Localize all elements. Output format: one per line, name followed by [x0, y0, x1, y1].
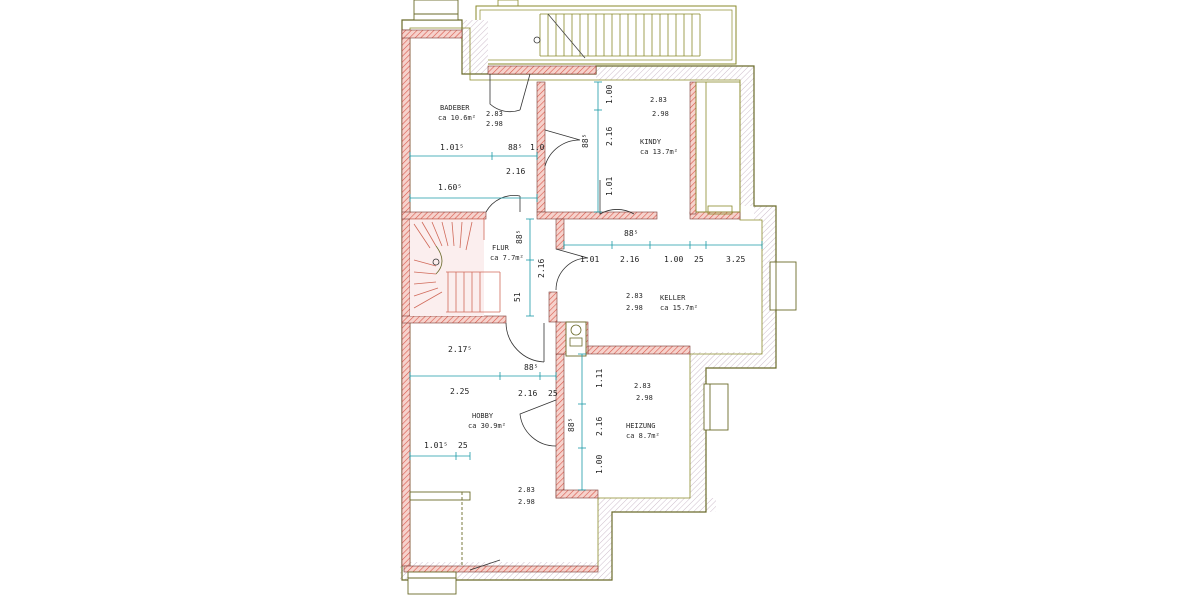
- dim-hobby-25: 25: [548, 389, 558, 398]
- dim-hobby-top: 2.17⁵: [448, 345, 472, 354]
- room-kind-area: ca 13.7m²: [640, 148, 678, 156]
- dim-bad-width: 1.01⁵: [440, 143, 464, 152]
- room-keller-area: ca 15.7m²: [660, 304, 698, 312]
- dim-flur-51: 51: [513, 292, 522, 302]
- room-hobby-area: ca 30.9m²: [468, 422, 506, 430]
- dimension-labels: 1.01⁵ 88⁵ 1.0 2.16 1.60⁵ 1.00 2.16 88⁵ 1…: [424, 85, 745, 474]
- dim-hobby-216: 2.16: [518, 389, 537, 398]
- room-keller-h1: 2.83: [626, 292, 643, 300]
- dim-hobby-225: 2.25: [450, 387, 469, 396]
- dim-keller-25: 25: [694, 255, 704, 264]
- dim-keller-325: 3.25: [726, 255, 745, 264]
- room-heizung-area: ca 8.7m²: [626, 432, 660, 440]
- dim-keller-door: 88⁵: [624, 229, 638, 238]
- dim-flur-door: 88⁵: [515, 230, 524, 244]
- dim-bad-lower: 1.60⁵: [438, 183, 462, 192]
- dim-bad-2-16: 2.16: [506, 167, 525, 176]
- room-keller: 2.83 2.98 KELLER ca 15.7m²: [626, 292, 698, 312]
- room-bad: BADEBER ca 10.6m² 2.83 2.98: [438, 104, 503, 128]
- dim-heizung-door: 88⁵: [567, 418, 576, 432]
- room-flur-name: FLUR: [492, 244, 510, 252]
- room-flur-area: ca 7.7m²: [490, 254, 524, 262]
- dim-keller-101: 1.01: [580, 255, 599, 264]
- kind-cabinets: [695, 81, 741, 215]
- windows: [407, 0, 797, 595]
- room-bad-name: BADEBER: [440, 104, 470, 112]
- dim-kind-door: 88⁵: [581, 134, 590, 148]
- room-keller-name: KELLER: [660, 294, 686, 302]
- dim-keller-100: 1.00: [664, 255, 683, 264]
- dim-kind-top: 1.00: [605, 85, 614, 104]
- exterior-stair: [475, 0, 737, 65]
- room-hobby-name: HOBBY: [472, 412, 494, 420]
- room-flur: FLUR ca 7.7m²: [490, 244, 524, 262]
- dim-kind-mid: 2.16: [605, 127, 614, 146]
- dim-hobby-door: 88⁵: [524, 363, 538, 372]
- dim-bad-door: 88⁵: [508, 143, 522, 152]
- doors: [469, 73, 635, 571]
- dim-bad-small: 1.0: [530, 143, 545, 152]
- room-kind-h2: 2.98: [652, 110, 669, 118]
- room-hobby-h1: 2.83: [518, 486, 535, 494]
- room-bad-height2: 2.98: [486, 120, 503, 128]
- room-bad-height1: 2.83: [486, 110, 503, 118]
- room-heizung: 2.83 2.98 HEIZUNG ca 8.7m²: [626, 382, 660, 440]
- room-bad-area: ca 10.6m²: [438, 114, 476, 122]
- room-kind-name: KINDY: [640, 138, 662, 146]
- utility-shaft: [565, 321, 587, 357]
- dim-hobby-window-25: 25: [458, 441, 468, 450]
- inner-staircase: [410, 218, 501, 316]
- room-heizung-h1: 2.83: [634, 382, 651, 390]
- dim-hobby-window: 1.01⁵: [424, 441, 448, 450]
- dim-keller-216: 2.16: [620, 255, 639, 264]
- dim-flur-216: 2.16: [537, 259, 546, 278]
- dim-heizung-111: 1.11: [595, 369, 604, 388]
- dim-heizung-100: 1.00: [595, 455, 604, 474]
- room-hobby: HOBBY ca 30.9m² 2.83 2.98: [468, 412, 535, 506]
- interior-walls: [401, 29, 741, 573]
- room-keller-h2: 2.98: [626, 304, 643, 312]
- room-heizung-h2: 2.98: [636, 394, 653, 402]
- room-heizung-name: HEIZUNG: [626, 422, 656, 430]
- room-kind: 2.83 2.98 KINDY ca 13.7m²: [640, 96, 678, 156]
- dimension-lines: [409, 81, 763, 491]
- room-kind-h1: 2.83: [650, 96, 667, 104]
- room-hobby-h2: 2.98: [518, 498, 535, 506]
- dim-kind-low: 1.01: [605, 177, 614, 196]
- dim-heizung-216: 2.16: [595, 417, 604, 436]
